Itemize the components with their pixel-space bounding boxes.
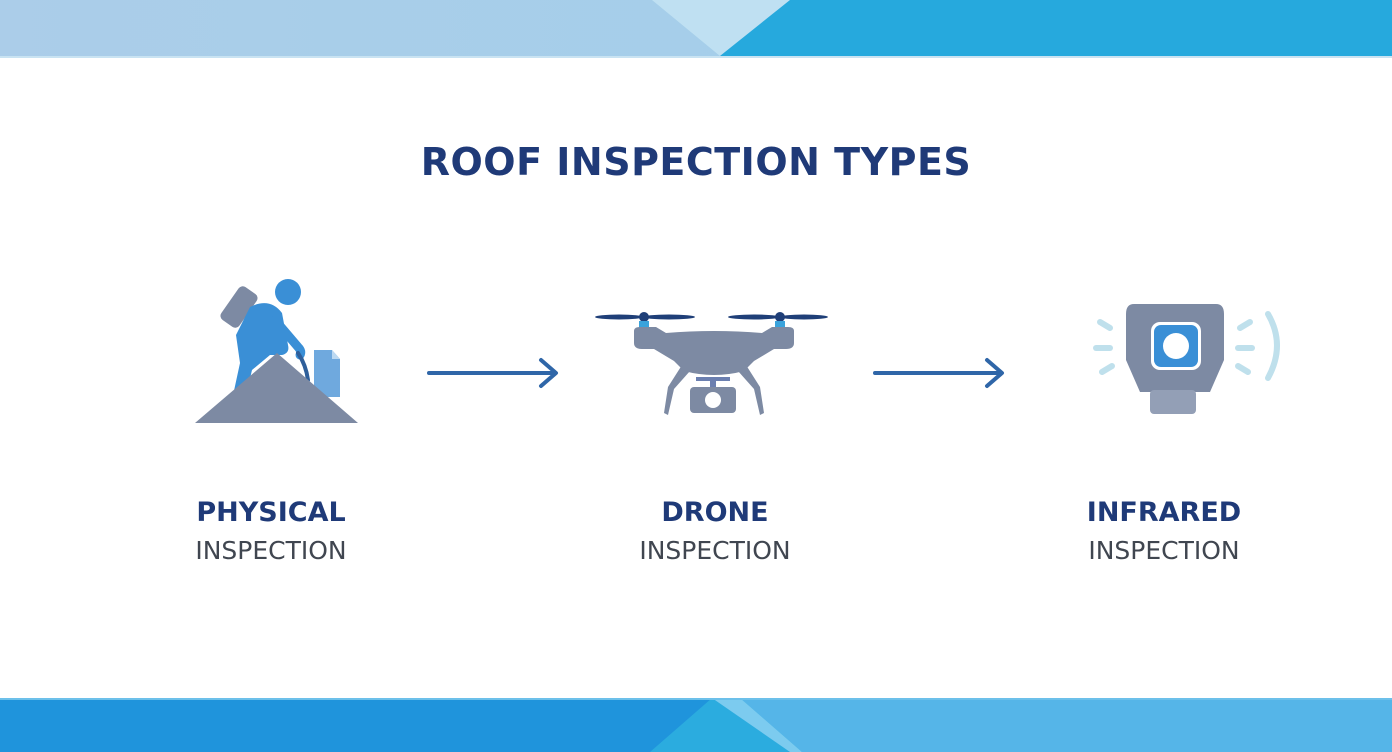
step-subtitle: INSPECTION — [639, 536, 791, 565]
step-title: INFRARED — [1086, 497, 1242, 528]
step-subtitle: INSPECTION — [1088, 536, 1240, 565]
step-subtitle: INSPECTION — [195, 536, 347, 565]
arrow-right-icon — [425, 355, 565, 396]
roofer-icon — [190, 275, 365, 435]
step-label-infrared: INFRARED INSPECTION — [1014, 494, 1314, 570]
top-banner — [0, 0, 1392, 58]
step-title: DRONE — [661, 497, 769, 528]
page-title: ROOF INSPECTION TYPES — [420, 140, 972, 184]
infrared-camera-icon — [1088, 300, 1288, 430]
step-label-physical: PHYSICAL INSPECTION — [121, 494, 421, 570]
drone-icon — [594, 305, 834, 430]
step-label-drone: DRONE INSPECTION — [565, 494, 865, 570]
step-title: PHYSICAL — [196, 497, 346, 528]
arrow-right-icon — [871, 355, 1011, 396]
bottom-banner — [0, 698, 1392, 752]
